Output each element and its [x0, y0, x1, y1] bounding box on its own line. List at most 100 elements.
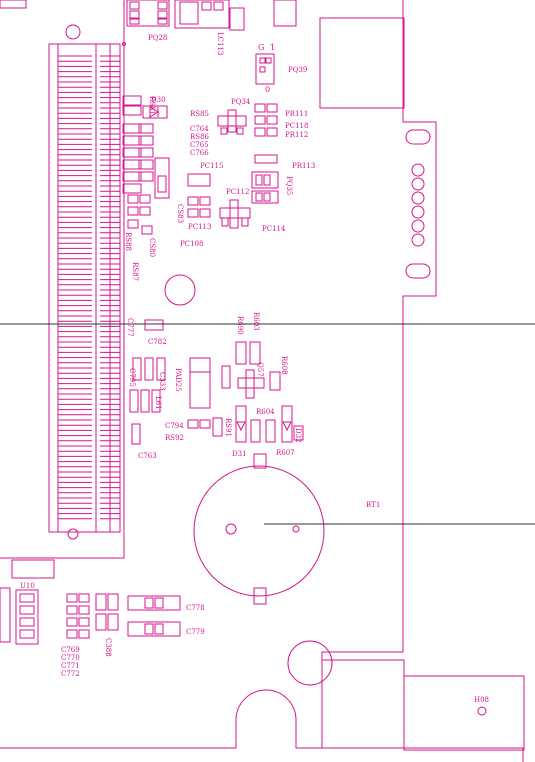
test-point-6: [411, 233, 425, 247]
board-outline-bottom: [0, 689, 322, 749]
label-c772: C772: [61, 670, 80, 678]
label-pc112: PC112: [226, 188, 249, 196]
resistor-small-3: [139, 194, 151, 204]
resistor-c333-b: [144, 357, 154, 381]
transistor-q57: [237, 369, 265, 399]
resistor-rs81: [122, 95, 142, 106]
resistor-pr113: [254, 154, 278, 164]
label-r604: R604: [256, 408, 275, 416]
mounting-hole-bottom: [287, 640, 333, 686]
label-c763: C763: [138, 452, 157, 460]
edge-connector: [48, 24, 126, 540]
label-pr113: PR113: [292, 162, 315, 170]
label-rs92: RS92: [165, 434, 184, 442]
resistor-r690: [235, 341, 247, 365]
capacitor-c388-d: [107, 613, 119, 631]
test-point-5: [411, 219, 425, 233]
test-point-3: [411, 191, 425, 205]
label-pc108: PC108: [180, 240, 203, 248]
resistor-c333: [132, 357, 142, 381]
label-rs87: RS87: [131, 262, 139, 281]
label-c778: C778: [186, 604, 205, 612]
capacitor-c794-b: [199, 419, 211, 429]
label-c794: C794: [165, 422, 184, 430]
component-pq28: [126, 0, 170, 27]
label-pc118: PC118: [285, 122, 308, 130]
component-pad25: [189, 357, 211, 409]
label-u10: U10: [20, 582, 35, 590]
mounting-slot-top: [405, 129, 431, 145]
transistor-pu14: [219, 199, 251, 229]
label-g: G: [258, 43, 264, 52]
resistor-small-5: [127, 219, 139, 229]
resistor-array-pr111: [254, 103, 278, 137]
resistor-r603: [249, 341, 261, 365]
label-pq35: PQ35: [285, 176, 293, 195]
component-pc113-b: [199, 208, 211, 218]
capacitor-array-c769: [66, 593, 90, 639]
label-c769: C769: [61, 646, 80, 654]
transistor-pq34: [217, 109, 247, 135]
board-outline: [321, 0, 524, 762]
label-cs80: CS80: [148, 238, 156, 257]
label-pq34: PQ34: [231, 98, 251, 106]
resistor-r604-a: [250, 419, 261, 443]
label-c333: C333: [158, 372, 166, 391]
mounting-hole-mid: [164, 274, 196, 306]
label-l61: L61: [154, 396, 162, 410]
label-bt1: BT1: [366, 501, 380, 509]
capacitor-c794-a: [187, 419, 199, 429]
label-one: 1: [270, 43, 275, 52]
label-cs766: C766: [190, 149, 209, 157]
component-u10-pins: [0, 587, 39, 645]
label-d30: D30: [151, 96, 166, 104]
label-rs88: RS88: [124, 232, 132, 251]
label-pc113: PC113: [188, 223, 211, 231]
component-pc112-b: [199, 196, 211, 206]
label-h08: H08: [474, 696, 489, 704]
label-r690: R690: [236, 316, 244, 335]
label-r603: R603: [252, 312, 260, 331]
capacitor-c794-c: [212, 417, 223, 437]
label-rs85: RS85: [190, 110, 209, 118]
capacitor-c778: [127, 595, 181, 611]
label-cs83: CS83: [176, 204, 184, 223]
label-r608: R608: [280, 356, 288, 375]
test-point-4: [411, 205, 425, 219]
label-cs765: C765: [190, 141, 209, 149]
label-c782: C782: [148, 338, 167, 346]
component-pad25-side: [221, 365, 231, 389]
capacitor-c782: [144, 319, 164, 331]
label-d31: D31: [232, 450, 247, 458]
label-q57: Q57: [256, 362, 264, 377]
label-zero: 0: [265, 85, 270, 94]
component-bottom-right: [321, 659, 405, 749]
resistor-r608: [269, 371, 281, 391]
test-point-1: [411, 163, 425, 177]
resistor-c333-c: [156, 357, 166, 381]
component-pq39: [319, 17, 405, 109]
label-c779: C779: [186, 628, 205, 636]
label-rs81: RS81: [148, 96, 156, 115]
label-pq39: PQ39: [288, 66, 307, 74]
component-g1: [255, 53, 275, 85]
label-pc114: PC114: [262, 225, 286, 233]
resistor-r604-b: [265, 419, 276, 443]
label-c777: C777: [126, 318, 134, 337]
capacitor-column-upper: [122, 105, 154, 194]
label-rs86: RS86: [190, 133, 210, 141]
mounting-slot-bottom: [405, 263, 431, 279]
label-c388: C388: [104, 638, 112, 657]
capacitor-c388-b: [107, 593, 119, 611]
component-top-right-small: [273, 0, 297, 27]
diode-d30: [142, 105, 168, 119]
capacitor-c795-a: [129, 389, 139, 413]
capacitor-c388-c: [95, 613, 107, 631]
component-lc113: [174, 0, 245, 31]
component-cs83: [154, 157, 170, 199]
label-pr111: PR111: [285, 110, 308, 118]
capacitor-pc115: [187, 173, 211, 187]
label-pq28: PQ28: [148, 34, 167, 42]
connector-mount-hole-top: [65, 24, 81, 40]
